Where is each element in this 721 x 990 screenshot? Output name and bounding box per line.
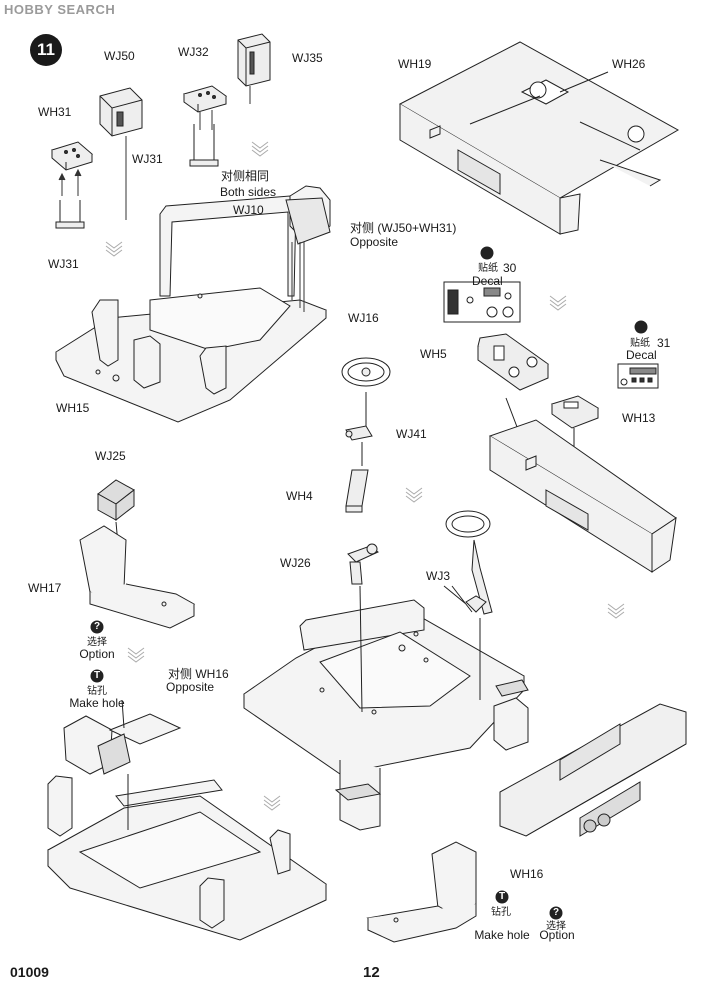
part-steering-column-installed xyxy=(445,510,493,615)
part-wj25 xyxy=(97,479,135,522)
label-decal31-en: Decal xyxy=(626,348,657,362)
label-decal31-cn: 贴纸 xyxy=(630,338,650,349)
part-wj16-steering-wheel xyxy=(341,357,391,387)
decal-31-panel xyxy=(617,363,659,389)
makehole-icon-1 xyxy=(90,669,104,683)
part-wj31-upper xyxy=(189,124,219,167)
label-wh17: WH17 xyxy=(28,581,62,595)
label-makehole1-cn: 钻孔 xyxy=(87,686,107,697)
wh19-leader xyxy=(469,95,541,125)
part-wj32 xyxy=(182,85,228,113)
footer-code: 01009 xyxy=(10,964,49,980)
label-opposite-wh16-cn: 对侧 WH16 xyxy=(168,667,229,681)
label-wj35: WJ35 xyxy=(292,51,323,65)
decal-brush-icon-31 xyxy=(634,320,648,334)
assembly-arrows-top-left xyxy=(58,86,251,220)
label-opposite-pair-cn: 对侧 (WJ50+WH31) xyxy=(350,221,457,235)
part-wh31 xyxy=(50,141,94,171)
part-wh19-wh26-dash xyxy=(398,41,680,235)
label-wj32: WJ32 xyxy=(178,45,209,59)
label-wj3: WJ3 xyxy=(426,569,450,583)
assembly-arrows-wh15 xyxy=(291,242,305,312)
label-wj41: WJ41 xyxy=(396,427,427,441)
label-wj10: WJ10 xyxy=(233,203,264,217)
label-opposite-pair-en: Opposite xyxy=(350,235,399,249)
label-wh26: WH26 xyxy=(612,57,646,71)
label-wj25: WJ25 xyxy=(95,449,126,463)
option-symbol-1: ? xyxy=(93,621,101,632)
part-wh5-panel xyxy=(477,333,550,391)
label-wj31-upper: WJ31 xyxy=(132,152,163,166)
label-wh5: WH5 xyxy=(420,347,447,361)
label-wj50: WJ50 xyxy=(104,49,135,63)
label-wh13: WH13 xyxy=(622,411,656,425)
label-option1-cn: 选择 xyxy=(87,637,107,648)
part-wj26 xyxy=(347,543,379,585)
part-wh16 xyxy=(366,841,477,943)
label-makehole2-en: Make hole xyxy=(474,928,530,942)
down-chevrons-icon xyxy=(105,141,625,811)
watermark-logo: HOBBY SEARCH xyxy=(4,2,115,17)
wj3-leader xyxy=(443,585,473,613)
part-front-grille xyxy=(499,703,687,837)
part-lower-left-chassis xyxy=(47,775,327,941)
part-wj3 xyxy=(465,595,487,613)
wj26-arrow xyxy=(359,585,363,713)
label-makehole1-en: Make hole xyxy=(69,696,125,710)
footer-page-number: 12 xyxy=(363,964,380,981)
option-icon-2 xyxy=(549,906,563,920)
part-main-chassis xyxy=(243,599,529,831)
label-wh31: WH31 xyxy=(38,105,72,119)
part-wj41 xyxy=(345,425,373,441)
decal-brush-icon-30 xyxy=(480,246,494,260)
wh16-opposite-arrow xyxy=(121,699,129,830)
decal-30-panel xyxy=(443,281,521,323)
part-wh17 xyxy=(79,525,196,629)
label-opposite-wh16-en: Opposite xyxy=(166,680,215,694)
label-decal30-num: 30 xyxy=(503,261,517,275)
part-wh4 xyxy=(345,469,369,513)
label-decal30-en: Decal xyxy=(472,274,503,288)
option-symbol-2: ? xyxy=(552,907,560,918)
label-option1-en: Option xyxy=(79,647,115,661)
part-wj50 xyxy=(99,87,143,137)
label-makehole2-cn: 钻孔 xyxy=(491,907,511,918)
label-wh19: WH19 xyxy=(398,57,432,71)
label-wj16: WJ16 xyxy=(348,311,379,325)
label-both-sides-cn: 对侧相同 xyxy=(221,169,270,183)
label-wj31-lower: WJ31 xyxy=(48,257,79,271)
label-decal31-num: 31 xyxy=(657,336,671,350)
label-option2-en: Option xyxy=(539,928,575,942)
label-wh15: WH15 xyxy=(56,401,90,415)
makehole-icon-2 xyxy=(495,890,509,904)
option-icon-1 xyxy=(90,620,104,634)
part-wh16-opposite xyxy=(63,713,182,775)
part-wj31-lower xyxy=(55,200,85,229)
part-wh13 xyxy=(550,395,600,429)
makehole-symbol-2: T xyxy=(498,891,506,902)
label-wj26: WJ26 xyxy=(280,556,311,570)
watermark-brand: HOBBY SEARCH xyxy=(4,2,116,17)
part-dash-assembly xyxy=(488,419,677,573)
step-number: 11 xyxy=(37,40,55,59)
step-number-badge: 11 xyxy=(30,34,62,66)
part-wh15-chassis xyxy=(55,185,331,423)
label-wh16: WH16 xyxy=(510,867,544,881)
label-wh4: WH4 xyxy=(286,489,313,503)
label-decal30-cn: 贴纸 xyxy=(478,263,498,274)
part-wj35 xyxy=(237,33,271,87)
label-both-sides-en: Both sides xyxy=(220,185,277,199)
wh26-leader xyxy=(559,71,609,93)
label-option2-cn: 选择 xyxy=(546,921,566,932)
makehole-symbol-1: T xyxy=(93,670,101,681)
